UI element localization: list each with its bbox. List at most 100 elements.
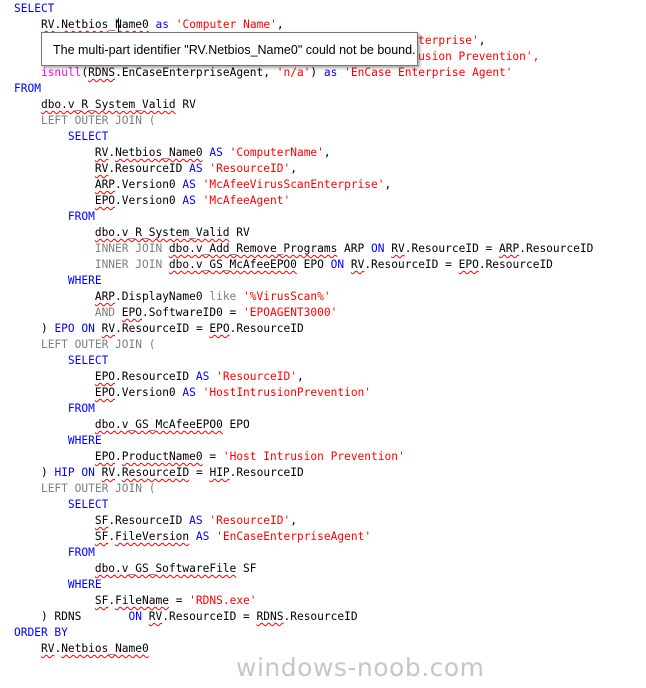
code-token: Netbios_Name0	[115, 146, 203, 159]
code-token: EPO	[296, 258, 331, 271]
code-token: )	[310, 66, 324, 79]
code-token: AS	[189, 162, 203, 175]
code-token	[14, 466, 41, 479]
code-token: ARP	[94, 290, 116, 303]
code-token	[142, 610, 149, 623]
code-line: ) RDNS ON RV.ResourceID = RDNS.ResourceI…	[14, 609, 358, 625]
code-token: EPO	[209, 322, 230, 335]
code-token	[14, 386, 95, 399]
code-token	[14, 642, 41, 655]
code-token	[14, 98, 41, 111]
code-token	[14, 258, 95, 271]
code-token: _	[108, 18, 116, 31]
code-token: AS	[195, 530, 210, 543]
code-token: 'RDNS.exe'	[189, 594, 257, 607]
code-token: .ResourceID	[229, 466, 304, 479]
code-token: .Version0	[115, 194, 183, 207]
code-token: RV	[40, 642, 55, 655]
code-line: INNER JOIN dbo.v_Add_Remove_Programs ARP…	[14, 241, 594, 257]
code-token: ResourceID	[121, 466, 190, 479]
code-line: ) HIP ON RV.ResourceID = HIP.ResourceID	[14, 465, 304, 481]
code-token: .ResourceID	[478, 258, 553, 271]
code-token: ,	[296, 370, 304, 383]
code-line: SF.ResourceID AS 'ResourceID',	[14, 513, 297, 529]
code-token: .Version0	[115, 386, 183, 399]
code-token	[14, 306, 95, 319]
code-token: 'EnCase Enterprise Agent'	[344, 66, 513, 79]
code-line: EPO.Version0 AS 'McAfeeAgent'	[14, 193, 290, 209]
code-line: isnull(RDNS.EnCaseEnterpriseAgent, 'n/a'…	[14, 65, 513, 81]
code-line: dbo.v_GS_SoftwareFile SF	[14, 561, 257, 577]
code-token	[196, 178, 203, 191]
code-line: WHERE	[14, 273, 102, 289]
code-token	[344, 258, 351, 271]
code-token: ON	[81, 466, 95, 479]
code-line: dbo.v_R_System_Valid RV	[14, 97, 196, 113]
code-token: .ResourceID	[115, 370, 196, 383]
code-token: dbo.v_R_System_Valid	[94, 226, 230, 239]
code-token	[14, 178, 95, 191]
code-token: AS	[195, 370, 210, 383]
code-token: SELECT	[67, 130, 109, 143]
code-token: SELECT	[14, 2, 55, 15]
code-token: .	[54, 642, 62, 655]
code-token	[95, 466, 102, 479]
code-token: Netbios	[61, 18, 109, 31]
code-token: AS	[209, 146, 223, 159]
code-token: INNER JOIN	[94, 242, 169, 255]
code-token	[14, 130, 68, 143]
code-token: RV	[101, 466, 116, 479]
code-token: EPO	[94, 194, 116, 207]
code-token: 'Host Intrusion Prevention'	[222, 450, 405, 463]
code-token	[14, 546, 68, 559]
code-token: .	[108, 530, 116, 543]
code-token	[196, 386, 203, 399]
code-token: Netbios_Name0	[61, 642, 149, 655]
code-token: ON	[81, 322, 95, 335]
code-token: AND	[94, 306, 122, 319]
code-token: .ResourceID	[108, 514, 190, 527]
code-token: RV	[40, 18, 55, 31]
code-token: ) RDNS	[40, 610, 129, 623]
code-line: dbo.v_GS_McAfeeEPO0 EPO	[14, 417, 250, 433]
code-token: RDNS	[256, 610, 284, 623]
code-token	[14, 610, 41, 623]
code-line: RV.Netbios_Name0 AS 'ComputerName',	[14, 145, 331, 161]
code-token	[14, 354, 68, 367]
code-token: )	[40, 322, 55, 335]
code-token	[14, 418, 95, 431]
code-token: FileName	[115, 594, 169, 607]
code-token: ON	[371, 242, 385, 255]
code-token: ,	[323, 146, 331, 159]
code-token: dbo.v_Add_Remove_Programs	[168, 242, 338, 255]
code-token: 'n/a'	[276, 66, 311, 79]
code-token: '%VirusScan%'	[243, 290, 331, 303]
code-token	[223, 146, 230, 159]
code-line: FROM	[14, 81, 41, 97]
code-line: SELECT	[14, 497, 108, 513]
code-token: .Version0	[115, 178, 183, 191]
code-token: 'ResourceID'	[216, 370, 297, 383]
code-token: ,	[290, 514, 297, 527]
code-token	[14, 226, 95, 239]
code-line: ORDER BY	[14, 625, 68, 641]
code-token: SELECT	[67, 354, 109, 367]
code-token: LEFT OUTER JOIN (	[40, 338, 156, 351]
error-tooltip-message: The multi-part identifier "RV.Netbios_Na…	[53, 43, 416, 57]
code-token	[196, 194, 203, 207]
code-token: SF	[94, 514, 109, 527]
code-token: AS	[182, 194, 196, 207]
code-token: ProductName0	[121, 450, 203, 463]
code-line: FROM	[14, 545, 95, 561]
code-token: ARP	[499, 242, 520, 255]
code-token: .ResourceID =	[404, 242, 500, 255]
code-token: EPO	[222, 418, 250, 431]
code-token	[169, 18, 176, 31]
code-line: SF.FileName = 'RDNS.exe'	[14, 593, 257, 609]
code-token	[14, 530, 95, 543]
code-token: ,	[290, 162, 297, 175]
code-token: .ResourceID =	[364, 258, 459, 271]
code-token: LEFT OUTER JOIN (	[40, 114, 156, 127]
code-token	[14, 434, 68, 447]
